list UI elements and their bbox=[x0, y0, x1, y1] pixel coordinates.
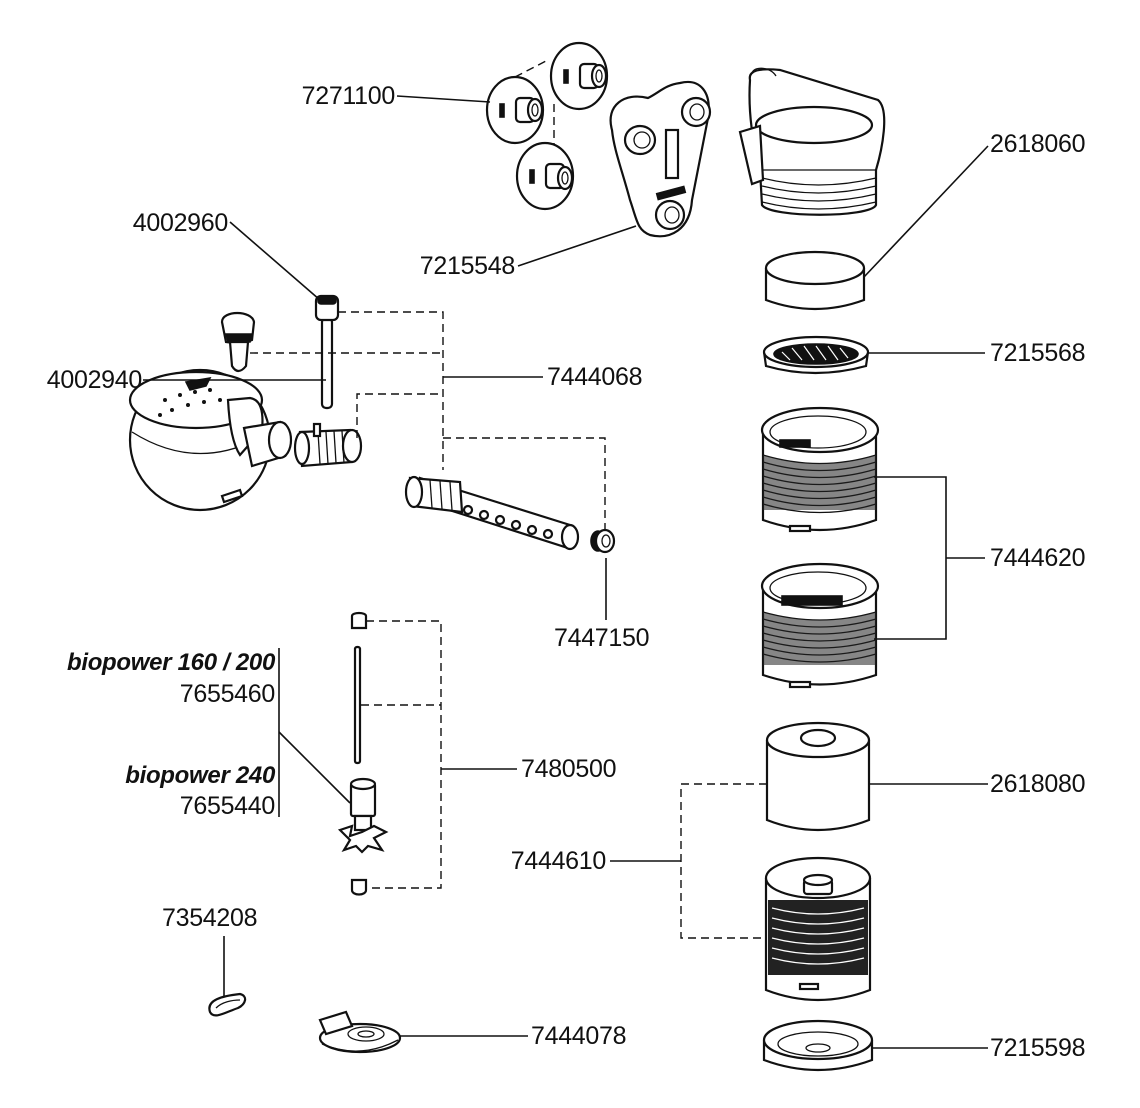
part-number-end-cap: 7447150 bbox=[554, 624, 650, 652]
part-number-pipe-clip: 4002960 bbox=[132, 209, 229, 237]
holder-part bbox=[517, 80, 712, 267]
model-label-biopower-160-200: biopower 160 / 200 bbox=[66, 649, 275, 676]
bottom-cap-part bbox=[762, 1019, 988, 1072]
part-number-filter-modules: 7444620 bbox=[990, 544, 1086, 572]
cartridge-sponge-part bbox=[765, 721, 988, 832]
seal-ring-part bbox=[208, 936, 247, 1017]
top-sponge-part bbox=[764, 145, 989, 311]
impeller-rotor bbox=[337, 777, 389, 854]
part-number-cartridge: 7444610 bbox=[510, 847, 607, 875]
part-number-outlet-set: 7444068 bbox=[547, 363, 643, 391]
suction-cup-parts bbox=[396, 41, 609, 211]
part-number-cartridge-sponge: 2618080 bbox=[990, 770, 1086, 798]
model-label-biopower-240: biopower 240 bbox=[125, 762, 275, 789]
filter-module bbox=[760, 406, 880, 533]
air-tube-part bbox=[143, 294, 340, 410]
end-cap-part bbox=[590, 528, 616, 620]
outlet-connector-part bbox=[293, 422, 363, 468]
top-housing-part bbox=[738, 67, 886, 216]
valve-part bbox=[220, 311, 256, 373]
outlet-set-bracket bbox=[250, 311, 606, 530]
part-number-impeller-240: 7655440 bbox=[179, 792, 276, 820]
part-number-suction-cups: 7271100 bbox=[301, 82, 396, 110]
part-number-air-tube: 4002940 bbox=[46, 366, 143, 394]
filter-module bbox=[760, 562, 880, 689]
part-number-holder: 7215548 bbox=[419, 252, 516, 280]
part-number-impeller-160-200: 7655460 bbox=[179, 680, 276, 708]
part-number-impeller-set: 7480500 bbox=[521, 755, 617, 783]
impeller-cover-part bbox=[318, 1010, 528, 1054]
impeller-set-parts bbox=[278, 611, 517, 896]
part-number-seal-ring: 7354208 bbox=[162, 904, 258, 932]
part-number-impeller-cover: 7444078 bbox=[531, 1022, 627, 1050]
pipe-clip-leader bbox=[229, 221, 321, 301]
pump-body-part bbox=[128, 368, 293, 512]
thread-rings bbox=[761, 177, 877, 210]
filter-module-parts bbox=[760, 406, 985, 689]
grid-disc-part bbox=[762, 335, 985, 375]
part-number-top-sponge: 2618060 bbox=[990, 130, 1086, 158]
cartridge-part bbox=[610, 783, 872, 1002]
part-number-grid-disc: 7215568 bbox=[990, 339, 1086, 367]
suction-cup bbox=[485, 75, 545, 145]
spray-bar-part bbox=[404, 475, 580, 551]
suction-cup bbox=[549, 41, 609, 111]
part-number-bottom-cap: 7215598 bbox=[990, 1034, 1086, 1062]
suction-cup bbox=[515, 141, 575, 211]
